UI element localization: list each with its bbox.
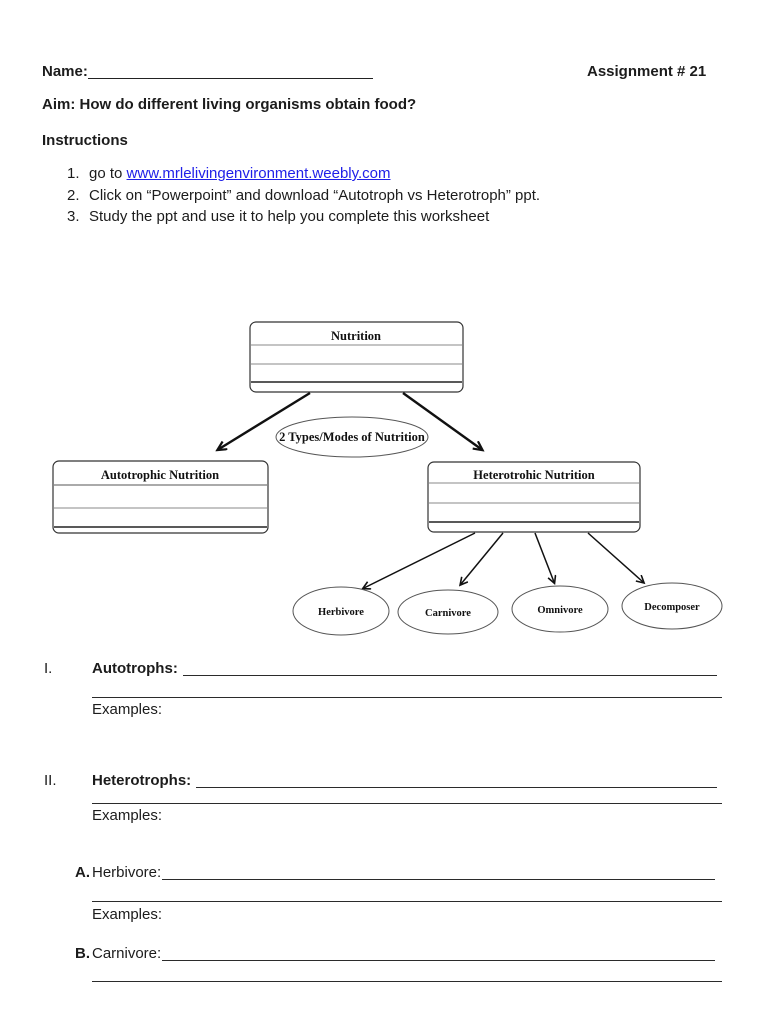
types-ellipse-label: 2 Types/Modes of Nutrition [279, 430, 425, 444]
step-number: 1. [67, 165, 80, 182]
herbivore-label: Herbivore [318, 607, 364, 618]
section-autotrophs-row: I. Autotrophs: [44, 660, 717, 678]
herbivore-blank-line [162, 864, 715, 880]
step-text: Study the ppt and use it to help you com… [89, 208, 490, 225]
step-number: 2. [67, 186, 80, 204]
nutrition-box-title: Nutrition [331, 329, 381, 343]
types-ellipse-shape [275, 416, 429, 458]
carnivore-line-label: Carnivore: [92, 945, 162, 962]
autotrophs-label: Autotrophs: [92, 660, 178, 677]
subsection-letter: B. [75, 945, 90, 962]
arrow-to-omnivore [534, 532, 554, 582]
step-text: go to www.mrlelivingenvironment.weebly.c… [89, 163, 391, 185]
arrow-to-herbivore [364, 532, 476, 588]
herbivore-blank-line-2 [92, 901, 722, 902]
list-item-3: 3. Study the ppt and use it to help you … [67, 206, 540, 228]
autotrophic-box-title: Autotrophic Nutrition [101, 468, 219, 482]
herbivore-ellipse-shape [292, 586, 390, 636]
decomposer-ellipse-shape [621, 582, 723, 630]
omnivore-label: Omnivore [537, 605, 583, 616]
step-prefix: go to [89, 165, 127, 182]
section-numeral: II. [44, 772, 57, 789]
heterotrophic-box-shape [427, 461, 641, 533]
autotrophs-blank-line-2 [92, 697, 722, 698]
instructions-heading: Instructions [42, 132, 128, 149]
arrow-to-autotrophic [219, 391, 311, 449]
subsection-herbivore-row: A. Herbivore: [75, 864, 715, 882]
assignment-number: Assignment # 21 [587, 63, 707, 80]
carnivore-blank-line-2 [92, 981, 722, 982]
nutrition-flow-diagram: Nutrition 2 Types/Modes of Nutrition Aut… [52, 321, 723, 636]
name-label: Name: [42, 63, 88, 80]
autotrophs-examples-label: Examples: [92, 701, 163, 718]
subsection-carnivore-row: B. Carnivore: [75, 945, 715, 963]
instructions-list: 1. go to www.mrlelivingenvironment.weebl… [67, 163, 540, 228]
heterotrophs-blank-line-2 [92, 803, 722, 804]
section-numeral: I. [44, 660, 53, 677]
arrow-to-decomposer [587, 532, 643, 582]
aim-text: Aim: How do different living organisms o… [42, 96, 417, 113]
subsection-letter: A. [75, 864, 90, 881]
carnivore-blank-line [162, 945, 715, 961]
name-blank-line [88, 63, 373, 79]
autotrophs-blank-line [182, 660, 717, 676]
autotrophic-box-shape [52, 460, 269, 534]
decomposer-label: Decomposer [644, 602, 700, 613]
list-item-2: 2. Click on “Powerpoint” and download “A… [67, 185, 540, 207]
carnivore-ellipse-shape [397, 589, 499, 635]
heterotrophs-label: Heterotrophs: [92, 772, 192, 789]
weebly-link[interactable]: www.mrlelivingenvironment.weebly.com [126, 165, 391, 182]
herbivore-examples-label: Examples: [92, 906, 163, 923]
step-text: Click on “Powerpoint” and download “Auto… [89, 186, 541, 204]
heterotrophic-box-title: Heterotrohic Nutrition [473, 468, 594, 482]
arrow-to-heterotrophic [402, 392, 481, 449]
section-heterotrophs-row: II. Heterotrophs: [44, 772, 717, 790]
step-number: 3. [67, 208, 80, 225]
arrow-to-carnivore [461, 532, 504, 584]
herbivore-line-label: Herbivore: [92, 864, 162, 881]
list-item-1: 1. go to www.mrlelivingenvironment.weebl… [67, 163, 540, 185]
heterotrophs-blank-line [196, 772, 717, 788]
heterotrophs-examples-label: Examples: [92, 807, 163, 824]
nutrition-box-shape [249, 321, 464, 393]
omnivore-ellipse-shape [511, 585, 609, 633]
carnivore-label: Carnivore [425, 608, 471, 619]
